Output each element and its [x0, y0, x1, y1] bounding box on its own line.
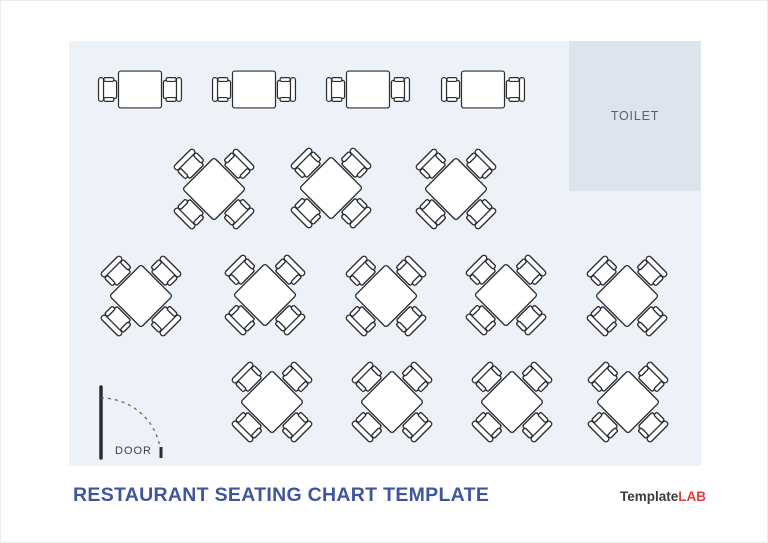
- table-4-seats: [284, 141, 378, 235]
- table-4-seats: [345, 355, 439, 449]
- table-4-seats: [339, 249, 433, 343]
- page-title: RESTAURANT SEATING CHART TEMPLATE: [73, 484, 490, 506]
- table-4-seats: [409, 142, 503, 236]
- table-4-seats: [580, 249, 674, 343]
- table-4-seats: [218, 248, 312, 342]
- brand-lab: LAB: [678, 489, 706, 504]
- table-4-seats: [167, 142, 261, 236]
- table-4-seats: [225, 355, 319, 449]
- door-symbol: [99, 385, 163, 460]
- table-4-seats: [94, 249, 188, 343]
- brand-template: Template: [619, 489, 679, 504]
- table-2-seats: [97, 68, 183, 111]
- floor-plan: TOILET DOOR: [69, 41, 701, 466]
- table-4-seats: [581, 355, 675, 449]
- toilet-room: TOILET: [569, 41, 701, 191]
- table-2-seats: [325, 68, 411, 111]
- door-label: DOOR: [115, 445, 152, 457]
- table-4-seats: [465, 355, 559, 449]
- brand-logo: TemplateLAB: [620, 489, 706, 504]
- table-4-seats: [459, 248, 553, 342]
- table-2-seats: [211, 68, 297, 111]
- toilet-label: TOILET: [610, 109, 660, 123]
- table-2-seats: [440, 68, 526, 111]
